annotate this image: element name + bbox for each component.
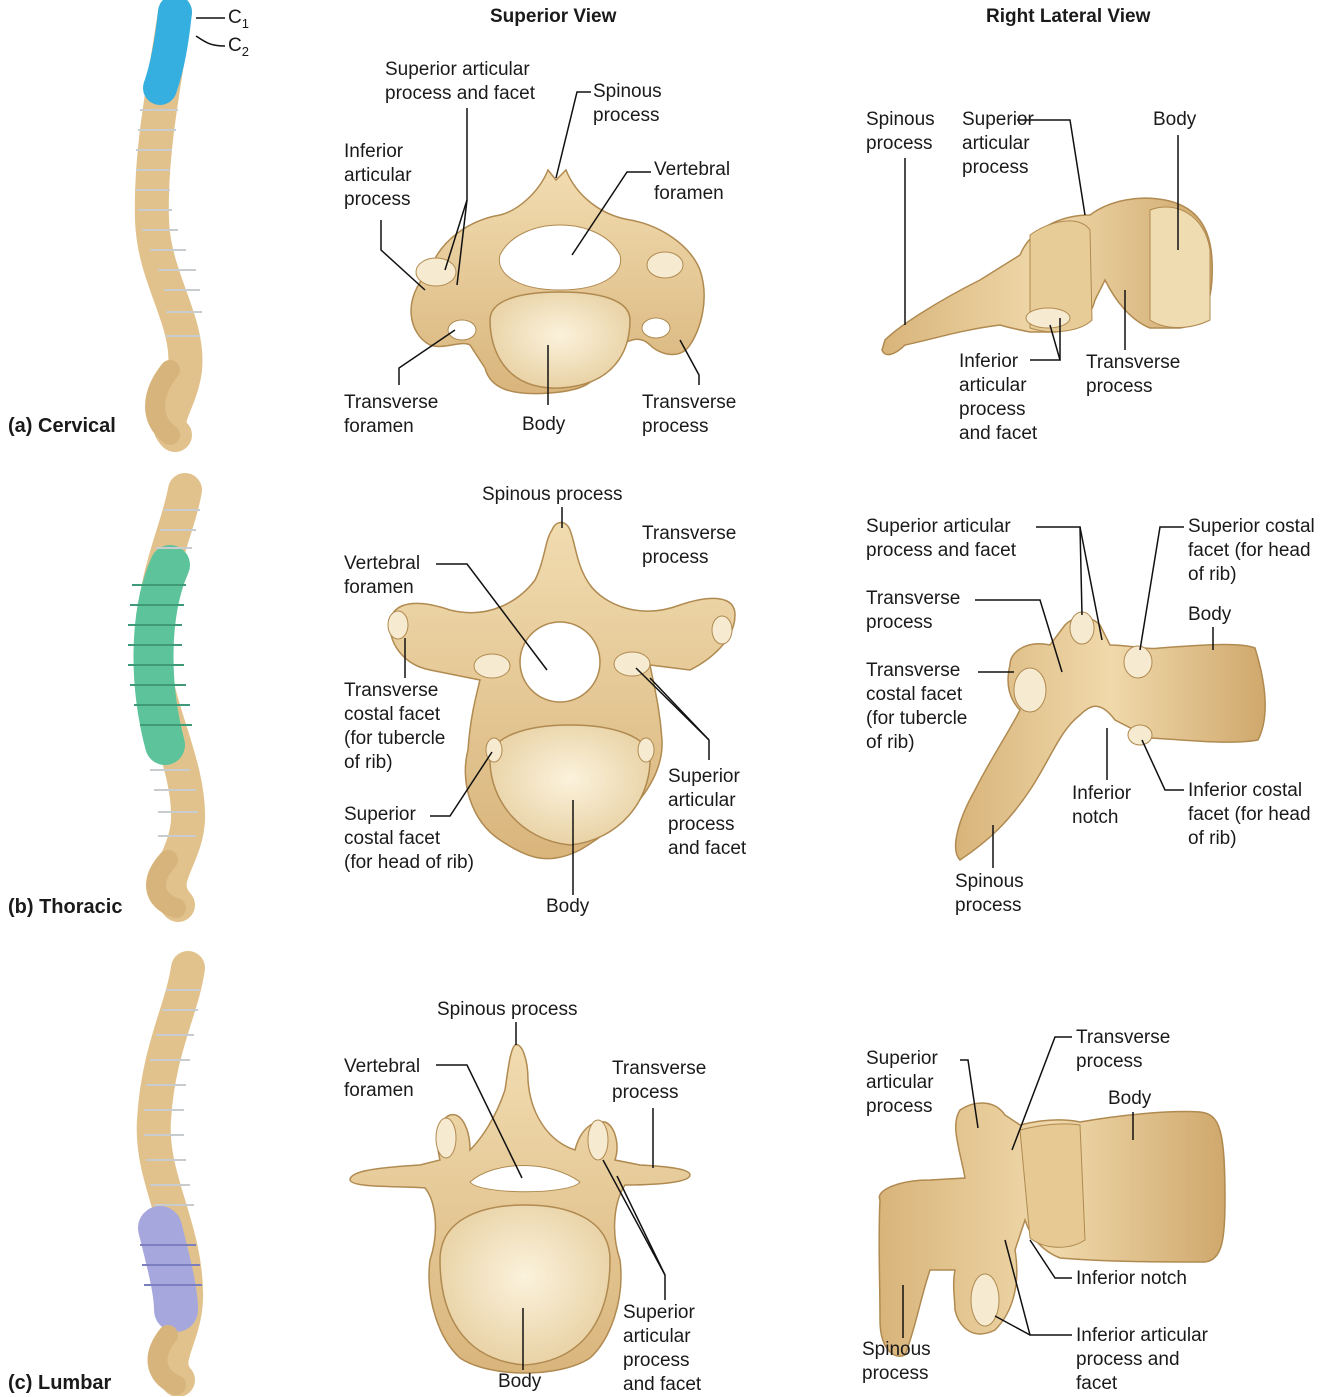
cervical-lat-superior-articular-label: Superior articular process (962, 108, 1034, 180)
lumbar-lat-superior-articular-label: Superior articular process (866, 1047, 938, 1119)
thoracic-sup-superior-costal-label: Superior costal facet (for head of rib) (344, 803, 474, 875)
thoracic-lat-superior-costal-label: Superior costal facet (for head of rib) (1188, 515, 1315, 587)
lumbar-sup-superior-articular-label: Superior articular process and facet (623, 1301, 701, 1397)
thoracic-lat-inferior-costal-label: Inferior costal facet (for head of rib) (1188, 779, 1311, 851)
thoracic-highlight (154, 565, 170, 745)
thoracic-vertebral-foramen (520, 622, 600, 702)
thoracic-sup-transverse-costal-label: Transverse costal facet (for tubercle of… (344, 679, 445, 775)
lumbar-lat-spinous-label: Spinous process (862, 1338, 931, 1386)
c1-marker: C1 (228, 6, 249, 31)
thoracic-lat-spinous-label: Spinous process (955, 870, 1024, 918)
spine-thumbnail-lumbar (140, 968, 202, 1385)
lumbar-lat-inferior-articular-label: Inferior articular process and facet (1076, 1324, 1208, 1396)
thoracic-lat-inferior-notch-label: Inferior notch (1072, 782, 1131, 830)
spine-thumbnail-cervical (136, 12, 202, 435)
cervical-sup-body-label: Body (522, 413, 565, 437)
cervical-body (490, 292, 630, 388)
thoracic-sup-superior-articular-label: Superior articular process and facet (668, 765, 746, 861)
spine-thumbnail-thoracic (128, 490, 200, 908)
thoracic-lat-superior-articular-label: Superior articular process and facet (866, 515, 1016, 563)
thoracic-sup-transverse-process-label: Transverse process (642, 522, 736, 570)
header-superior-view: Superior View (490, 6, 616, 28)
lumbar-lateral-vertebra (879, 1103, 1225, 1356)
cervical-lat-spinous-label: Spinous process (866, 108, 935, 156)
lumbar-sup-transverse-process-label: Transverse process (612, 1057, 706, 1105)
cervical-lat-transverse-process-label: Transverse process (1086, 351, 1180, 399)
cervical-sup-transverse-foramen-label: Transverse foramen (344, 391, 438, 439)
cervical-sup-superior-articular-label: Superior articular process and facet (385, 58, 535, 106)
thoracic-sup-body-label: Body (546, 895, 589, 919)
row-label-cervical: (a) Cervical (8, 415, 116, 438)
thoracic-lat-transverse-process-label: Transverse process (866, 587, 960, 635)
thoracic-sup-spinous-label: Spinous process (482, 483, 622, 507)
lumbar-lat-body-label: Body (1108, 1087, 1151, 1111)
thoracic-lat-body-label: Body (1188, 603, 1231, 627)
cervical-highlight (160, 12, 175, 88)
lumbar-lat-inferior-notch-label: Inferior notch (1076, 1267, 1187, 1291)
row-label-lumbar: (c) Lumbar (8, 1372, 111, 1395)
lumbar-sup-body-label: Body (498, 1370, 541, 1394)
cervical-sup-inferior-articular-label: Inferior articular process (344, 140, 412, 212)
thoracic-lat-transverse-costal-label: Transverse costal facet (for tubercle of… (866, 659, 967, 755)
c2-marker: C2 (228, 34, 249, 59)
cervical-sup-transverse-process-label: Transverse process (642, 391, 736, 439)
row-label-thoracic: (b) Thoracic (8, 896, 122, 919)
lumbar-sup-vertebral-foramen-label: Vertebral foramen (344, 1055, 420, 1103)
cervical-sup-vertebral-foramen-label: Vertebral foramen (654, 158, 730, 206)
header-right-lateral-view: Right Lateral View (986, 6, 1150, 28)
cervical-lat-body-label: Body (1153, 108, 1196, 132)
lumbar-highlight (160, 1228, 176, 1310)
c1-c2-leaders (196, 18, 225, 46)
thoracic-sup-vertebral-foramen-label: Vertebral foramen (344, 552, 420, 600)
cervical-lateral-vertebra (882, 198, 1212, 354)
cervical-lat-inferior-articular-label: Inferior articular process and facet (959, 350, 1037, 446)
lumbar-sup-spinous-label: Spinous process (437, 998, 577, 1022)
lumbar-lat-transverse-process-label: Transverse process (1076, 1026, 1170, 1074)
cervical-sup-spinous-label: Spinous process (593, 80, 662, 128)
